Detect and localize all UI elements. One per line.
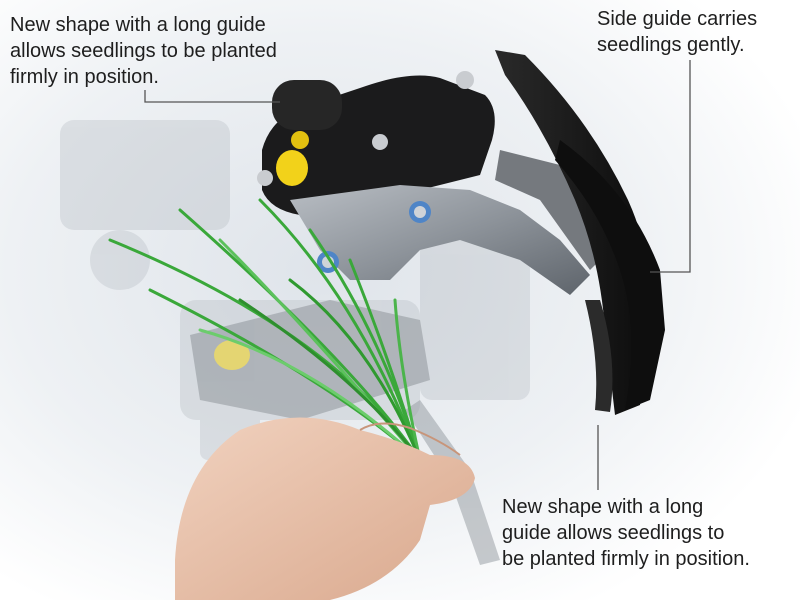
callout-top-left: New shape with a long guide allows seedl… xyxy=(10,12,277,90)
callout-top-right: Side guide carries seedlings gently. xyxy=(597,6,757,58)
callout-bottom-right-line-1: New shape with a long xyxy=(502,496,704,518)
callout-top-right-line-2: seedlings gently. xyxy=(597,34,745,56)
lower-yellow-cap xyxy=(214,340,250,370)
planting-claw-body xyxy=(257,71,610,295)
callout-top-left-line-1: New shape with a long guide xyxy=(10,14,266,36)
callout-top-right-line-1: Side guide carries xyxy=(597,8,758,30)
callout-bottom-right: New shape with a long guide allows seedl… xyxy=(502,494,750,572)
leader-line-top-right xyxy=(650,60,691,273)
callout-bottom-right-line-2: guide allows seedlings to xyxy=(502,522,725,544)
callout-top-left-line-3: firmly in position. xyxy=(10,66,159,88)
leader-line-top-left xyxy=(144,90,280,103)
hand xyxy=(175,417,475,600)
leader-lines xyxy=(144,60,691,490)
callout-bottom-right-line-3: be planted firmly in position. xyxy=(502,548,750,570)
seedlings xyxy=(108,198,422,462)
callout-top-left-line-2: allows seedlings to be planted xyxy=(10,40,277,62)
side-guide xyxy=(495,50,665,415)
main-yellow-cap xyxy=(276,150,308,186)
